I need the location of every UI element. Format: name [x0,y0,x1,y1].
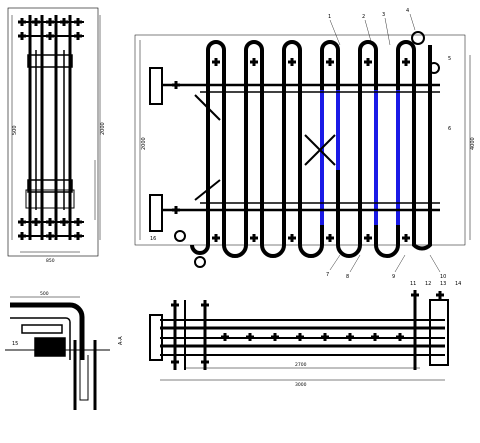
callout-number: 9 [392,274,395,280]
callout-number: 13 [440,281,446,287]
callout-number: 16 [150,236,156,242]
bottom-overall-dimension: 3000 [295,382,307,388]
callout-number: 3 [382,12,385,18]
callout-number: 14 [455,281,461,287]
callout-number: 2 [362,14,365,20]
callout-number: 1 [328,14,331,20]
front-height-dimension: 2000 [141,137,147,150]
callout-number: 8 [346,274,349,280]
detail-width-dimension: 500 [40,291,49,297]
callout-number: 6 [448,126,451,132]
left-bottom-dimension: 850 [46,258,55,264]
side-view [7,7,101,257]
callout-number: 10 [440,274,446,280]
detail-section [5,296,110,410]
front-view-frame [134,34,471,246]
callout-leaders [329,13,441,273]
callout-number: 4 [406,8,409,14]
front-width-dimension: 4000 [470,137,476,150]
callout-number: 11 [410,281,416,287]
callout-number: 5 [448,56,451,62]
callout-number: 15 [12,341,18,347]
left-side-dimension: 500 [12,125,18,135]
callout-number: 12 [425,281,431,287]
front-view-headers [149,31,440,268]
bottom-sub-dimension: 2700 [295,362,307,368]
section-label: А-А [118,336,124,345]
callouts: 1 2 3 4 5 6 7 8 9 10 11 12 13 14 15 16 [12,8,461,347]
left-height-dimension: 2000 [100,122,106,135]
side-view-flanges [18,18,82,240]
callout-number: 7 [326,272,329,278]
front-view-tubes-black [190,40,432,258]
